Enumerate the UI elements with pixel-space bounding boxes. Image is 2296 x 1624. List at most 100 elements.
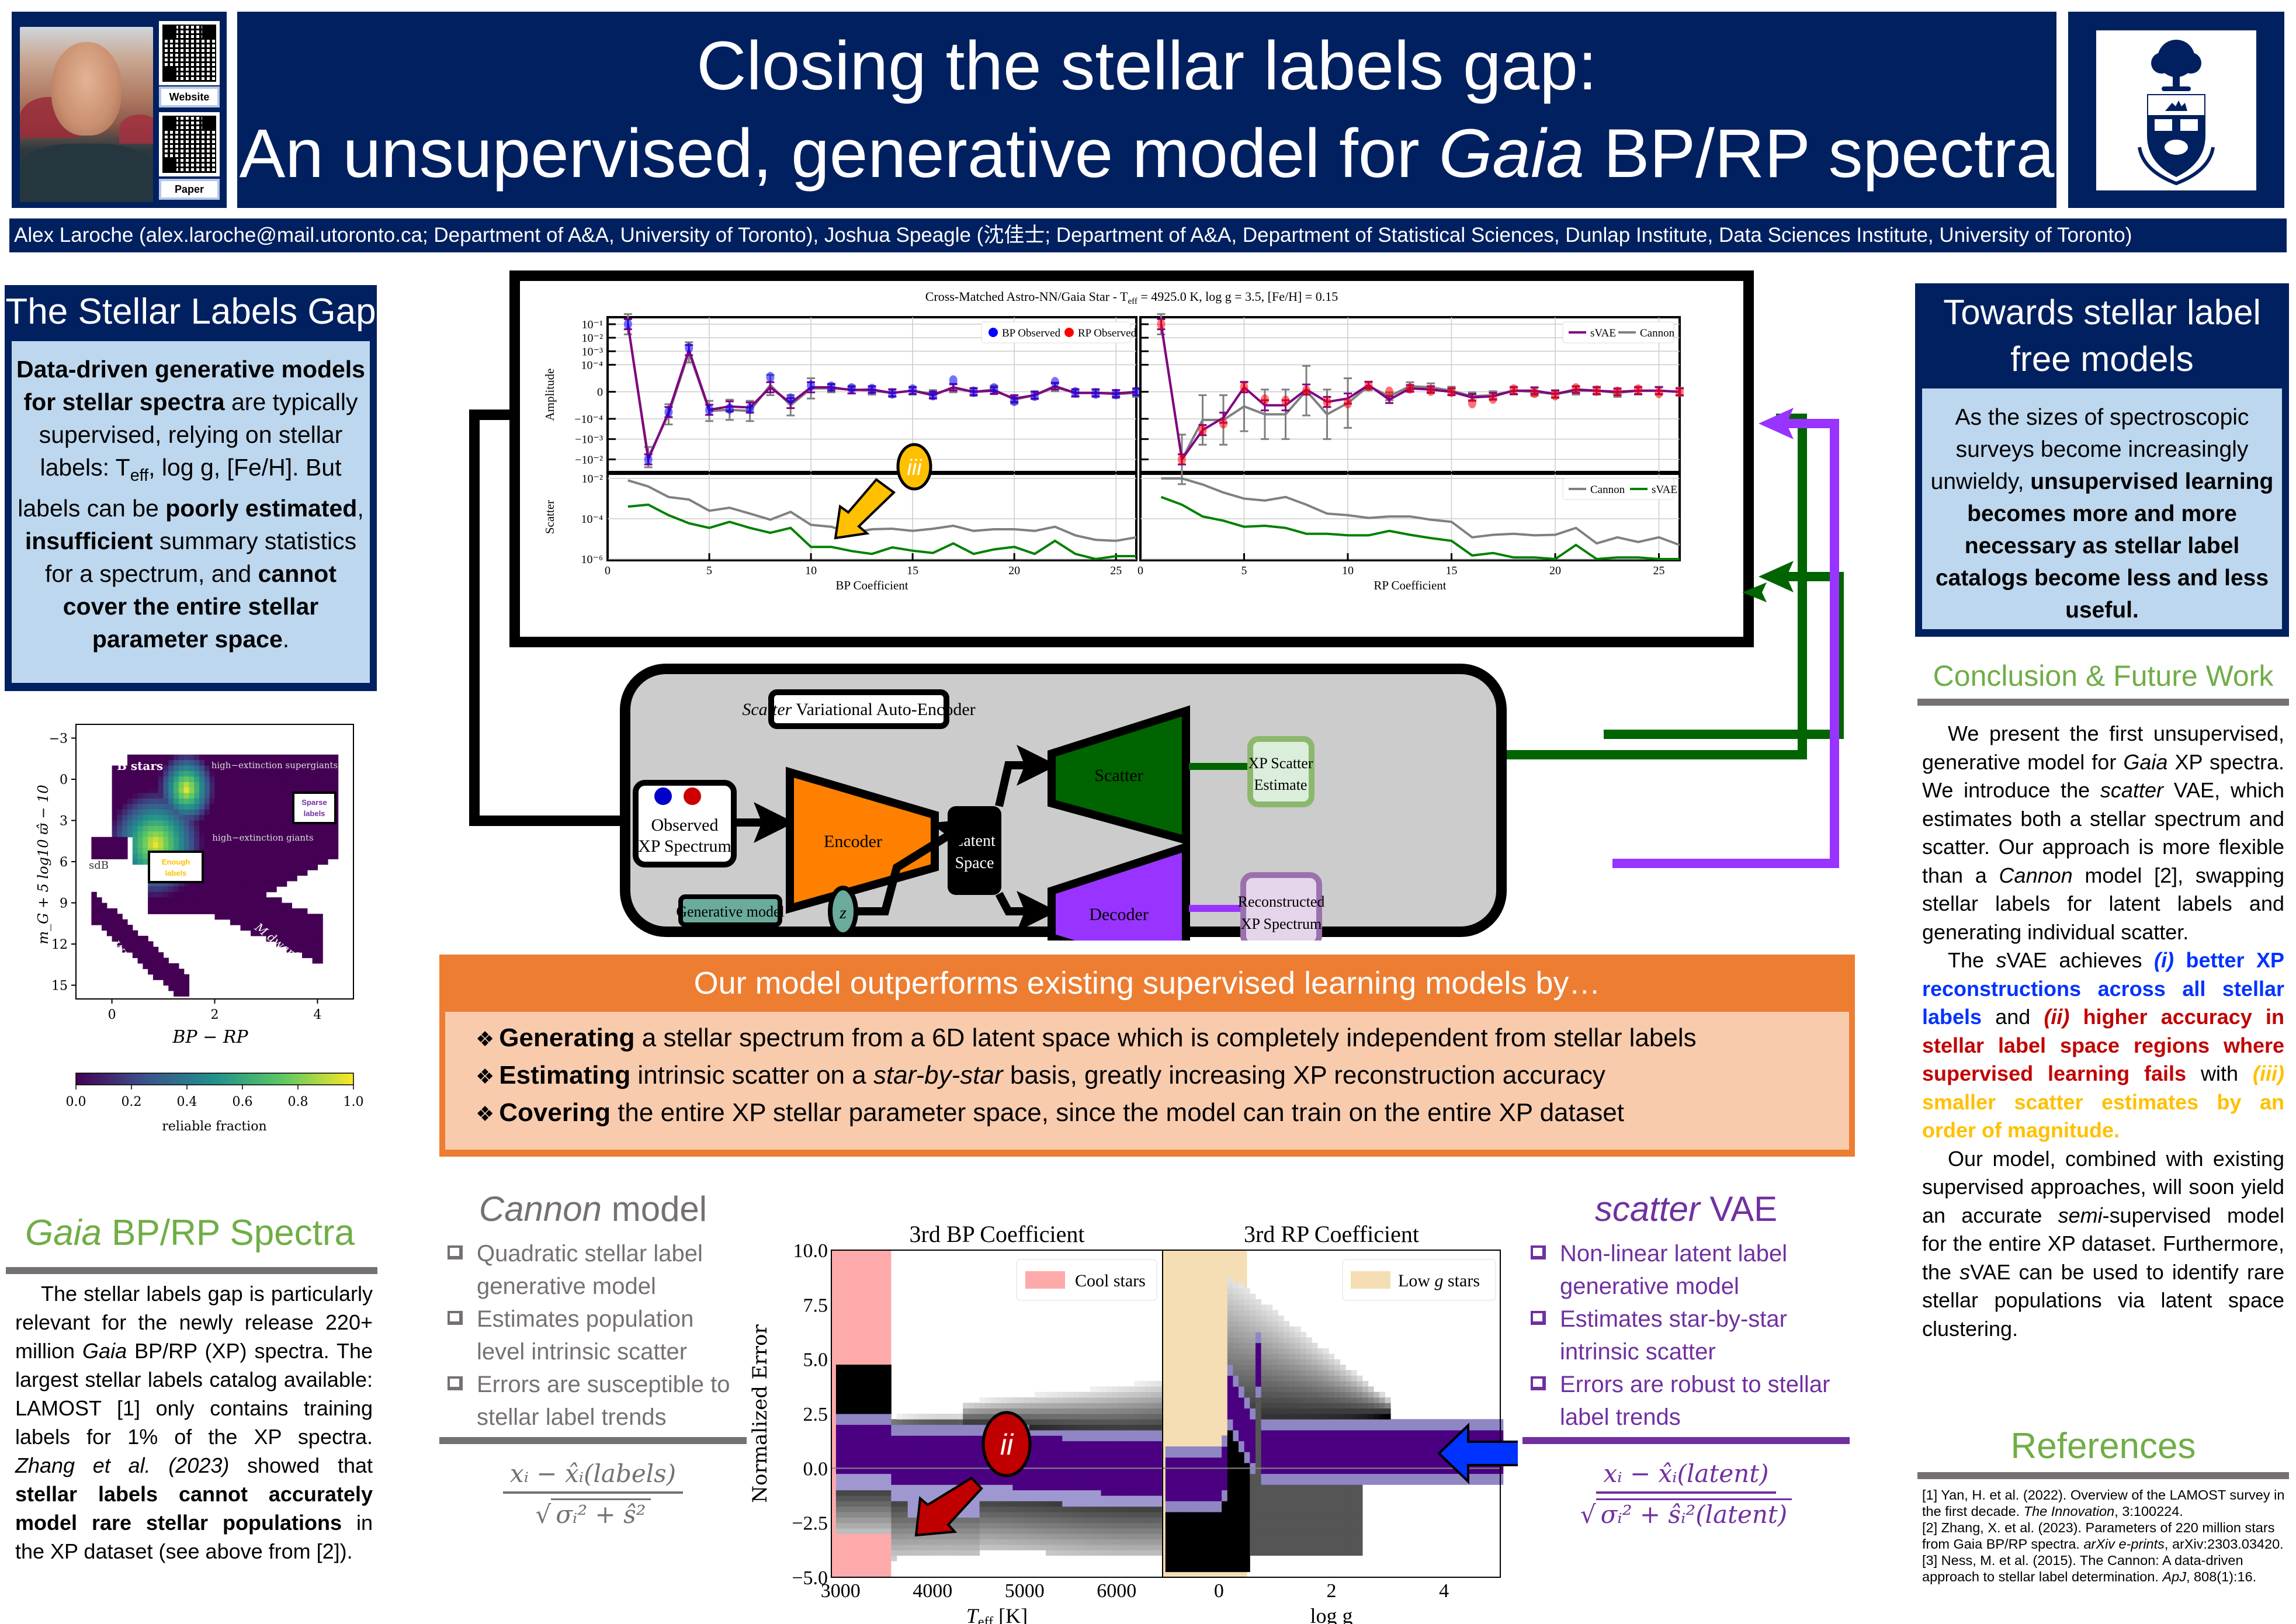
svg-text:labels: labels — [304, 809, 325, 818]
cannon-scatter-line — [1161, 477, 1680, 546]
checkbox-icon — [1531, 1376, 1546, 1390]
arrow-i-icon — [1437, 1422, 1518, 1484]
checkbox-icon — [448, 1311, 463, 1325]
section-divider — [1917, 699, 2289, 706]
rp-heatmap-frame — [1162, 1250, 1501, 1578]
observed-point — [928, 390, 937, 401]
outperforms-item: ❖Covering the entire XP stellar paramete… — [476, 1098, 1624, 1127]
observed-point — [1676, 386, 1684, 397]
z-latent-sample-node: z — [828, 886, 858, 937]
observed-point — [1323, 397, 1331, 408]
paper-qr-code[interactable] — [159, 112, 220, 176]
x-tick-label: 20 — [1549, 564, 1561, 577]
hr-annotation-sdb: sdB — [89, 859, 109, 872]
amplitude-tick-label: 10⁻⁴ — [581, 359, 603, 372]
checkbox-icon — [448, 1376, 463, 1390]
bp-heatmap-title: 3rd BP Coefficient — [910, 1221, 1085, 1247]
rp-xtick-label: 0 — [1214, 1580, 1224, 1602]
amplitude-axis-label: Amplitude — [543, 369, 557, 421]
rp-heatmap-bins — [1165, 1277, 1504, 1573]
observed-point — [1261, 394, 1269, 405]
observed-point — [868, 383, 876, 394]
svg-text:Generative model: Generative model — [676, 903, 785, 920]
svae-feature: Non-linear latent label generative model — [1522, 1237, 1850, 1303]
heatmap-ytick-label: 2.5 — [803, 1404, 828, 1425]
section-divider — [439, 1437, 747, 1444]
heatmap-ylabel: Normalized Error — [748, 1324, 772, 1503]
gaia-section-title: Gaia BP/RP Spectra — [25, 1213, 355, 1253]
observed-point — [1157, 319, 1166, 329]
arrow-ii-icon — [914, 1476, 983, 1537]
rp-xlabel: log g — [1310, 1604, 1352, 1624]
rp-xtick-label: 2 — [1327, 1580, 1337, 1602]
observed-point — [1551, 390, 1559, 401]
svae-scatter-line — [1160, 495, 1680, 561]
svg-text:XP Spectrum: XP Spectrum — [638, 837, 731, 856]
conclusion-paragraph: The sVAE achieves (i) better XP reconstr… — [1922, 948, 2285, 1142]
section-title: Towards stellar label free models — [1943, 293, 2261, 379]
poster-title: Closing the stellar labels gap: An unsup… — [237, 12, 2056, 208]
hr-ytick-label: 3 — [60, 814, 68, 829]
observed-point — [1510, 384, 1518, 395]
svg-text:labels: labels — [165, 869, 187, 877]
author-affiliations: Alex Laroche (alex.laroche@mail.utoronto… — [9, 218, 2287, 252]
observed-point — [685, 342, 693, 353]
x-tick-label: 10 — [1342, 564, 1354, 577]
colorbar-tick-label: 0.2 — [122, 1095, 142, 1109]
diamond-bullet-icon: ❖ — [476, 1064, 495, 1088]
scatter-axis-label: Scatter — [543, 500, 557, 534]
author-photo-panel: Website Paper — [12, 12, 227, 208]
x-tick-label: 15 — [907, 564, 918, 577]
conclusion-paragraph: We present the first unsupervised, gener… — [1922, 721, 2285, 944]
svg-text:Enough: Enough — [162, 858, 190, 866]
cannon-feature-list: Quadratic stellar label generative model… — [439, 1237, 747, 1434]
svae-formula: xᵢ − x̂ᵢ(latent) √σᵢ² + ŝᵢ²(latent) — [1522, 1459, 1850, 1529]
svg-text:Encoder: Encoder — [824, 832, 882, 851]
legend-cannon: Cannon — [1640, 327, 1675, 339]
observed-point — [1530, 387, 1539, 398]
observed-point — [1406, 383, 1414, 394]
bp-xtick-label: 5000 — [1005, 1580, 1045, 1602]
observed-point — [1281, 395, 1290, 407]
website-qr-code[interactable] — [159, 21, 220, 85]
observed-point — [888, 388, 897, 399]
observed-point — [807, 380, 816, 391]
observed-point — [1427, 385, 1435, 396]
amplitude-tick-label: 0 — [597, 386, 603, 399]
amplitude-tick-label: −10⁻³ — [575, 433, 603, 446]
observed-point — [1219, 418, 1227, 429]
observed-point — [1655, 387, 1663, 398]
badge-iii-label: iii — [907, 456, 922, 480]
hr-ylabel: m_G + 5 log10 ϖ̂ − 10 — [35, 785, 51, 944]
references-list: [1] Yan, H. et al. (2022). Overview of t… — [1922, 1487, 2290, 1585]
reconstructed-spectrum-box: Reconstructed XP Spectrum — [1238, 872, 1325, 941]
cannon-feature: Quadratic stellar label generative model — [439, 1237, 747, 1303]
vae-title-box: Scatter Variational Auto-Encoder — [742, 689, 976, 729]
author-photo — [20, 27, 153, 202]
colorbar-tick-label: 1.0 — [344, 1095, 364, 1109]
x-tick-label: 10 — [805, 564, 817, 577]
x-tick-label: 20 — [1008, 564, 1020, 577]
observed-point — [1634, 384, 1642, 395]
observed-point — [1385, 386, 1393, 397]
cannon-model-section: Cannon model Quadratic stellar label gen… — [439, 1186, 747, 1529]
heatmap-ytick-label: 5.0 — [803, 1349, 828, 1371]
conclusion-title: Conclusion & Future Work — [1933, 660, 2274, 692]
observed-point — [1489, 393, 1497, 404]
outperforms-list: ❖Generating a stellar spectrum from a 6D… — [445, 1012, 1849, 1150]
section-divider — [6, 1267, 377, 1274]
bp-xtick-label: 4000 — [913, 1580, 952, 1602]
rp-heatmap-title: 3rd RP Coefficient — [1244, 1221, 1419, 1247]
svae-scatter-line — [627, 503, 1136, 561]
svg-text:Reconstructed: Reconstructed — [1238, 893, 1325, 910]
observed-point — [1071, 387, 1080, 398]
observed-point — [1050, 377, 1059, 388]
x-axis-label: RP Coefficient — [1374, 578, 1446, 592]
svg-text:Scatter Variational Auto-Encod: Scatter Variational Auto-Encoder — [742, 700, 975, 719]
x-tick-label: 5 — [706, 564, 712, 577]
observed-point — [1091, 388, 1100, 399]
rp-dot-icon — [684, 787, 701, 805]
observed-point — [725, 403, 734, 414]
